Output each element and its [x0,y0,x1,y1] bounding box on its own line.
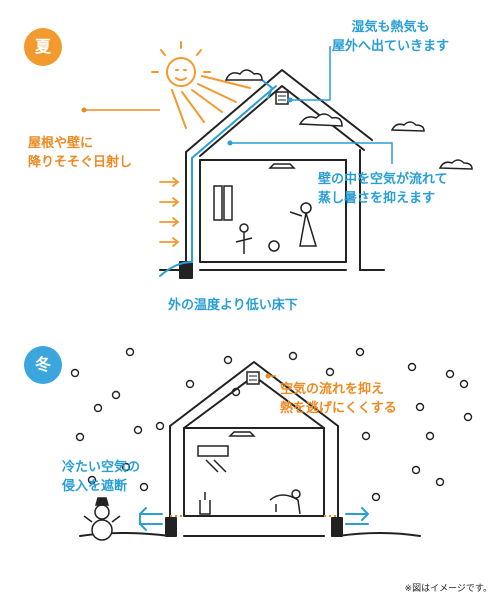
sun-heat-arrows [159,177,180,247]
cold-air-arrows [139,507,370,531]
summer-sun-label: 屋根や壁に 降りそそぐ日射し [28,136,133,170]
image-note: ※図はイメージです。 [404,584,492,594]
winter-vent [246,371,260,385]
summer-airflow-label: 壁の中を空気が流れて 蒸し暑さを抑えます [318,172,448,206]
summer-interior [213,163,318,254]
summer-badge: 夏 [24,28,62,66]
winter-interior [197,431,301,515]
sun-icon [151,41,251,129]
winter-cold-label: 冷たい空気の 侵入を遮断 [62,460,141,494]
snowman-icon [83,497,121,541]
summer-leader-lines [230,46,393,164]
summer-vent [275,91,289,105]
summer-exhaust-label: 湿気も熱気も 屋外へ出ていきます [332,20,450,54]
summer-airflow [159,79,277,277]
summer-house [159,69,385,279]
summer-clouds [224,69,473,170]
winter-badge: 冬 [24,346,62,384]
winter-block-label: 空気の流れを抑え 熱を逃げにくくする [280,382,397,416]
summer-floor-label: 外の温度より低い床下 [168,298,298,313]
